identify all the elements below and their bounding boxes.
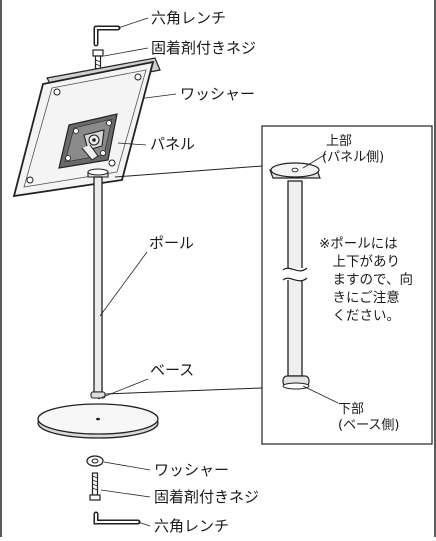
- detail-bottom-label: 下部: [338, 402, 365, 417]
- base-drawing: [37, 403, 159, 439]
- leader-panel: [117, 142, 147, 146]
- callout-line-bottom: [104, 387, 263, 395]
- label-screw-top: 固着剤付きネジ: [151, 39, 257, 57]
- leader-screw-bottom: [100, 489, 151, 498]
- leader-screw-top: [103, 47, 149, 57]
- leader-washer-bottom: [103, 461, 151, 471]
- leader-base: [97, 378, 149, 400]
- leader-wrench-bottom: [137, 521, 151, 527]
- washer-bottom: [86, 455, 104, 467]
- leader-detail-bottom: [302, 385, 339, 404]
- label-washer-top: ワッシャー: [180, 85, 256, 103]
- hex-wrench-top: [93, 25, 121, 47]
- label-screw-bottom: 固着剤付きネジ: [154, 488, 260, 506]
- screw-bottom: [89, 472, 101, 501]
- detail-top-label: 上部: [326, 134, 353, 149]
- detail-note: ※ポールには 上下があり ますので、向 きにご注意 ください。: [319, 236, 413, 324]
- leader-wrench-top: [117, 17, 149, 29]
- label-hex-wrench-bottom: 六角レンチ: [154, 517, 230, 535]
- label-pole: ポール: [149, 234, 195, 252]
- detail-pole: [269, 162, 321, 390]
- detail-top-sublabel: (パネル側): [322, 150, 385, 165]
- pole-drawing: [90, 176, 106, 399]
- panel-drawing: [12, 57, 161, 198]
- label-panel: パネル: [150, 135, 196, 153]
- label-washer-bottom: ワッシャー: [154, 461, 230, 479]
- detail-bottom-sublabel: (ベース側): [338, 418, 400, 433]
- label-hex-wrench-top: 六角レンチ: [151, 9, 227, 27]
- callout-line-top: [114, 165, 263, 178]
- leader-pole: [99, 251, 148, 317]
- leader-detail-top: [302, 153, 327, 169]
- label-base: ベース: [150, 361, 195, 379]
- hex-wrench-bottom: [93, 511, 141, 525]
